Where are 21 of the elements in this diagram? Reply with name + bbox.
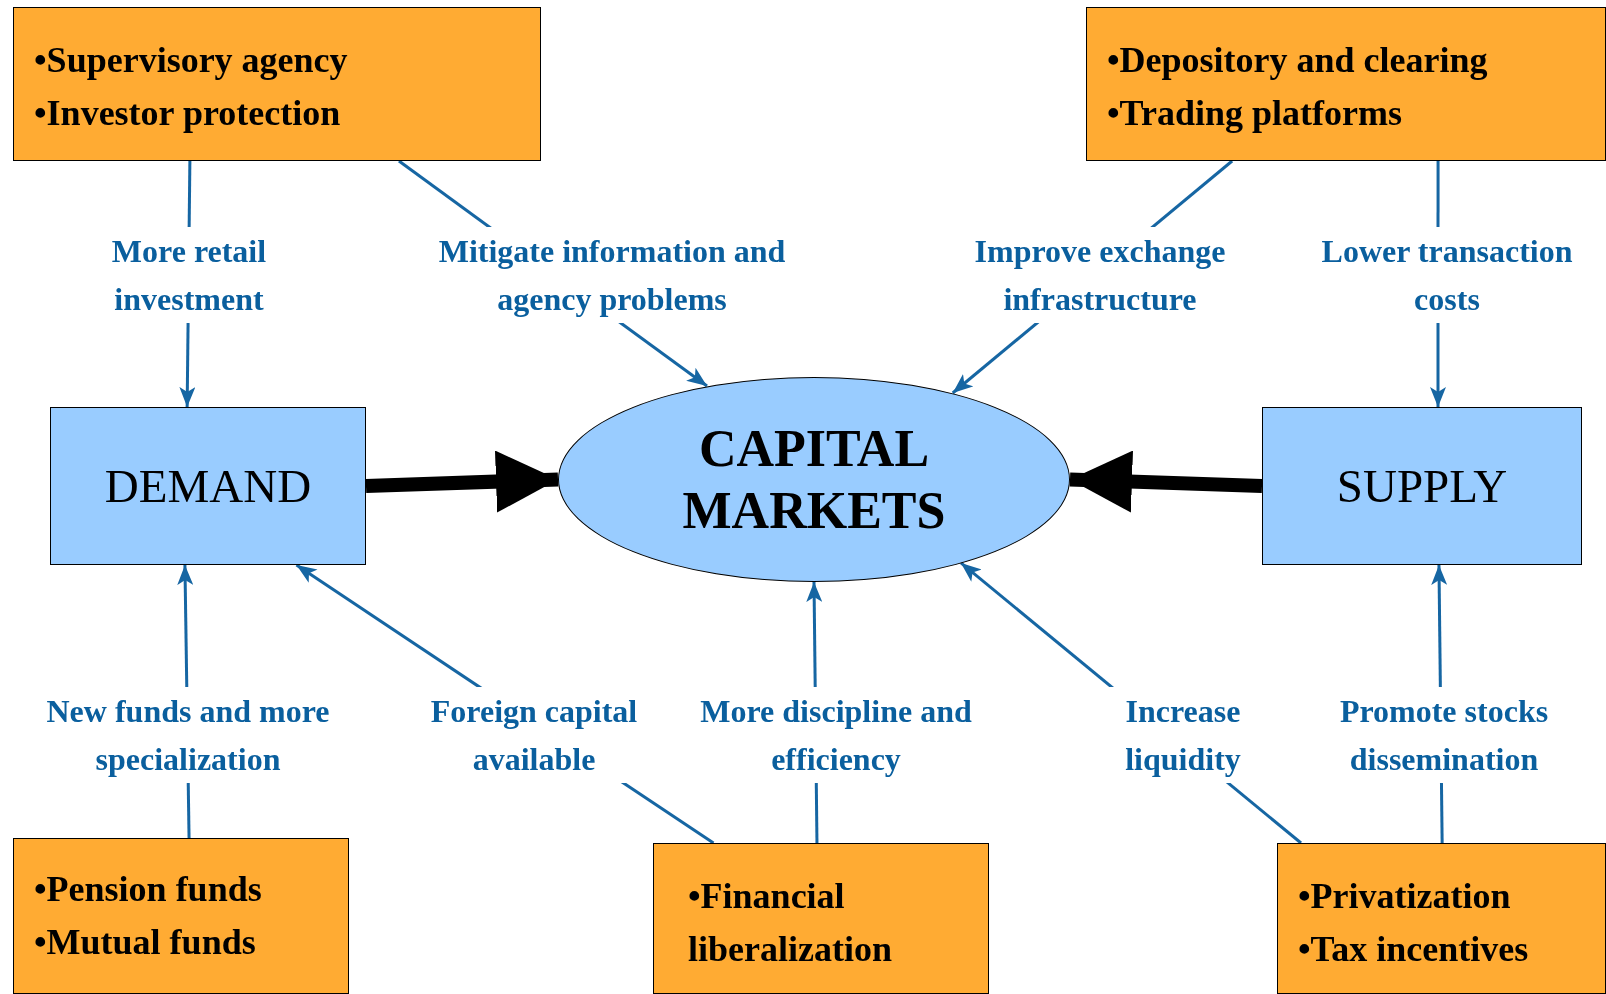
bullet-item: •Mutual funds [34,921,257,964]
ellipse-title: CAPITAL MARKETS [681,418,947,541]
factor-box [13,7,541,161]
factor-box [1086,7,1606,161]
bullet-item: •Tax incentives [1298,928,1530,971]
bullet-item: •Pension funds [34,868,263,911]
bullet-item: •Trading platforms [1107,92,1403,135]
bullet-item: •Financial liberalization [688,875,893,971]
factor-box [13,838,349,994]
factor-box [1277,843,1606,994]
bullet-item: •Depository and clearing [1107,39,1489,82]
box-title: DEMAND [104,459,312,513]
process-box [50,407,366,565]
factor-box [653,843,989,994]
thick-arrow [1069,450,1263,513]
box-title: SUPPLY [1336,459,1508,513]
thick-arrow [365,450,559,513]
bullet-item: •Investor protection [34,92,342,135]
process-box [1262,407,1582,565]
bullet-item: •Supervisory agency [34,39,349,82]
bullet-item: •Privatization [1298,875,1512,918]
